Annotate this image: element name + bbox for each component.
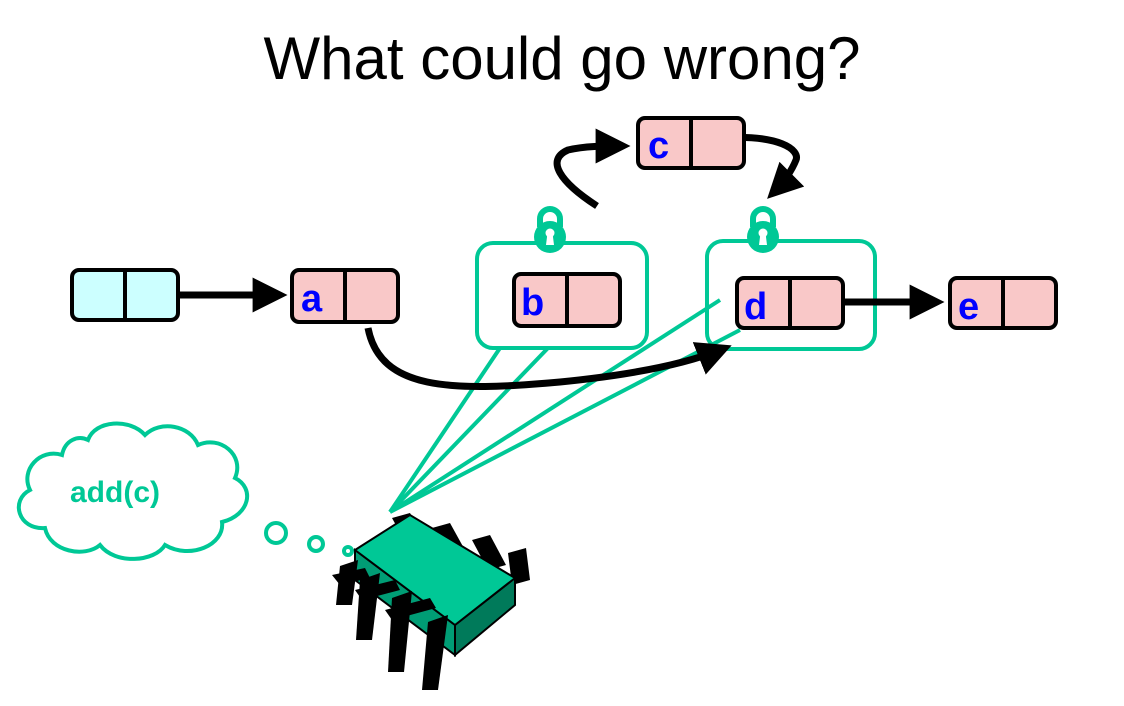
a-to-d-arrow [364, 327, 732, 390]
node-d: d [735, 276, 845, 330]
lock-beam-lines [388, 298, 741, 514]
thought-text: add(c) [70, 476, 160, 509]
b-to-c-arrow [553, 128, 631, 209]
node-c-label: c [648, 125, 669, 167]
node-b-label: b [521, 282, 544, 324]
padlock-icon [534, 206, 566, 253]
lock-box-d [705, 239, 877, 351]
node-d-label: d [744, 286, 767, 328]
list-head-node [70, 268, 180, 322]
c-to-d-arrow [719, 133, 805, 199]
node-e-label: e [958, 286, 979, 328]
node-c: c [636, 116, 746, 170]
padlock-icon [747, 206, 779, 253]
chip-icon [332, 513, 530, 690]
thought-cloud [17, 421, 354, 561]
node-a-label: a [301, 278, 323, 320]
slide-title: What could go wrong? [263, 25, 861, 92]
node-b: b [512, 272, 622, 328]
node-e: e [948, 276, 1058, 330]
node-a: a [290, 268, 400, 324]
